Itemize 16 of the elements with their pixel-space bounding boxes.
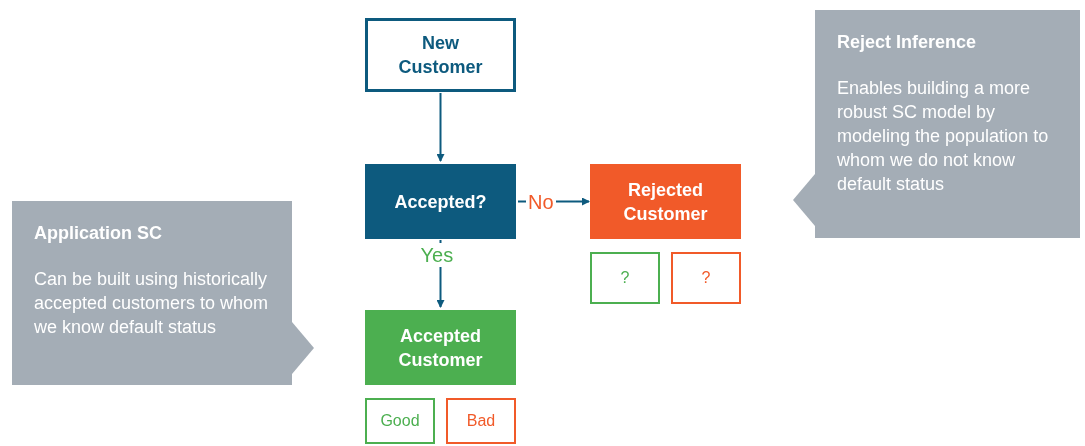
callout-heading: Reject Inference xyxy=(837,31,978,54)
unknown-outcome-box: ? xyxy=(671,252,741,304)
unknown-outcome-box: ? xyxy=(590,252,660,304)
callout xyxy=(815,10,1080,238)
callout xyxy=(12,201,292,385)
callout-text: Enables building a more robust SC model by modeling the population to whom we do not know default status xyxy=(837,77,1050,196)
callout-text: Can be built using historically accepted customers to whom we know default status xyxy=(34,268,270,339)
process-box: Accepted Customer xyxy=(365,310,516,385)
callout-heading: Application SC xyxy=(34,222,163,245)
outcome-box: Good xyxy=(365,398,435,444)
outcome-box: Bad xyxy=(446,398,516,444)
edge-label: Yes xyxy=(418,243,456,267)
arrow xyxy=(436,92,445,162)
process-box: Rejected Customer xyxy=(590,164,741,239)
start-box: New Customer xyxy=(365,18,516,92)
decision-box: Accepted? xyxy=(365,164,516,239)
